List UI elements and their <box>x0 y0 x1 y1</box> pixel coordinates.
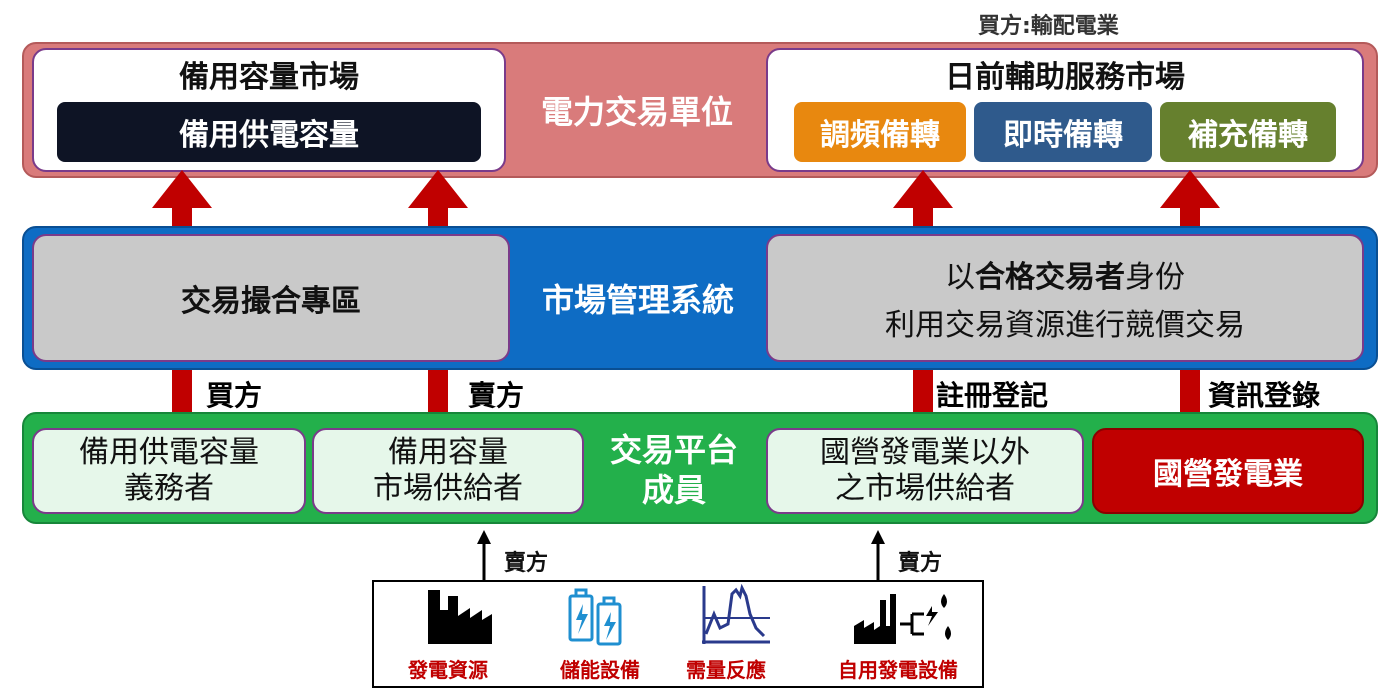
arrow-stem-buy <box>172 360 192 415</box>
label-buyer: 買方 <box>206 379 263 412</box>
state-owned-generator-box: 國營發電業 <box>1092 428 1364 514</box>
market-management-label: 市場管理系統 <box>541 281 734 319</box>
service-spinning-reserve: 即時備轉 <box>974 102 1152 162</box>
resource-label-storage: 儲能設備 <box>560 658 640 682</box>
non-state-supplier-box: 國營發電業以外 之市場供給者 <box>766 428 1084 514</box>
label-info-entry: 資訊登錄 <box>1208 379 1321 412</box>
buyer-note: 買方:輸配電業 <box>978 14 1119 39</box>
arrow-stem-sell <box>428 360 448 415</box>
resource-label-generation: 發電資源 <box>408 658 488 682</box>
arrow-up-1 <box>152 170 212 230</box>
resource-label-self-generation: 自用發電設備 <box>838 658 958 682</box>
qualified-trader-box: 以合格交易者身份 利用交易資源進行競價交易 <box>766 234 1364 362</box>
label-seller-right: 賣方 <box>898 551 943 576</box>
factory-icon <box>428 590 492 644</box>
trading-platform-member-label: 交易平台 成員 <box>609 431 738 509</box>
qualified-trader-line1: 以合格交易者身份 <box>945 260 1185 295</box>
arrow-up-4 <box>1160 170 1220 230</box>
reserve-obligor-box: 備用供電容量 義務者 <box>32 428 306 514</box>
resource-label-demand-response: 需量反應 <box>686 658 766 682</box>
reserve-supply-capacity-bar: 備用供電容量 <box>57 102 481 162</box>
reserve-capacity-supplier-box: 備用容量 市場供給者 <box>312 428 584 514</box>
day-ahead-ancillary-market-title: 日前輔助服務市場 <box>945 60 1185 95</box>
battery-icon <box>568 588 622 646</box>
label-seller: 賣方 <box>468 379 525 412</box>
reserve-capacity-market-box: 備用容量市場 備用供電容量 <box>32 48 506 172</box>
service-supplemental-reserve: 補充備轉 <box>1160 102 1336 162</box>
label-register: 註冊登記 <box>936 379 1049 412</box>
trading-unit-label: 電力交易單位 <box>540 93 733 131</box>
arrow-up-2 <box>408 170 468 230</box>
reserve-capacity-market-title: 備用容量市場 <box>179 60 359 95</box>
arrow-stem-info <box>1180 360 1200 415</box>
arrow-stem-register <box>913 360 933 415</box>
service-frequency-regulation: 調頻備轉 <box>794 102 966 162</box>
day-ahead-ancillary-market-box: 日前輔助服務市場 調頻備轉 即時備轉 補充備轉 <box>766 48 1364 172</box>
arrow-up-3 <box>893 170 953 230</box>
label-seller-left: 賣方 <box>504 551 549 576</box>
trade-matching-zone-box: 交易撮合專區 <box>32 234 510 362</box>
qualified-trader-line2: 利用交易資源進行競價交易 <box>885 308 1245 343</box>
demand-curve-icon <box>702 584 770 644</box>
trade-matching-zone-label: 交易撮合專區 <box>181 284 361 319</box>
self-generation-icon <box>854 594 951 644</box>
